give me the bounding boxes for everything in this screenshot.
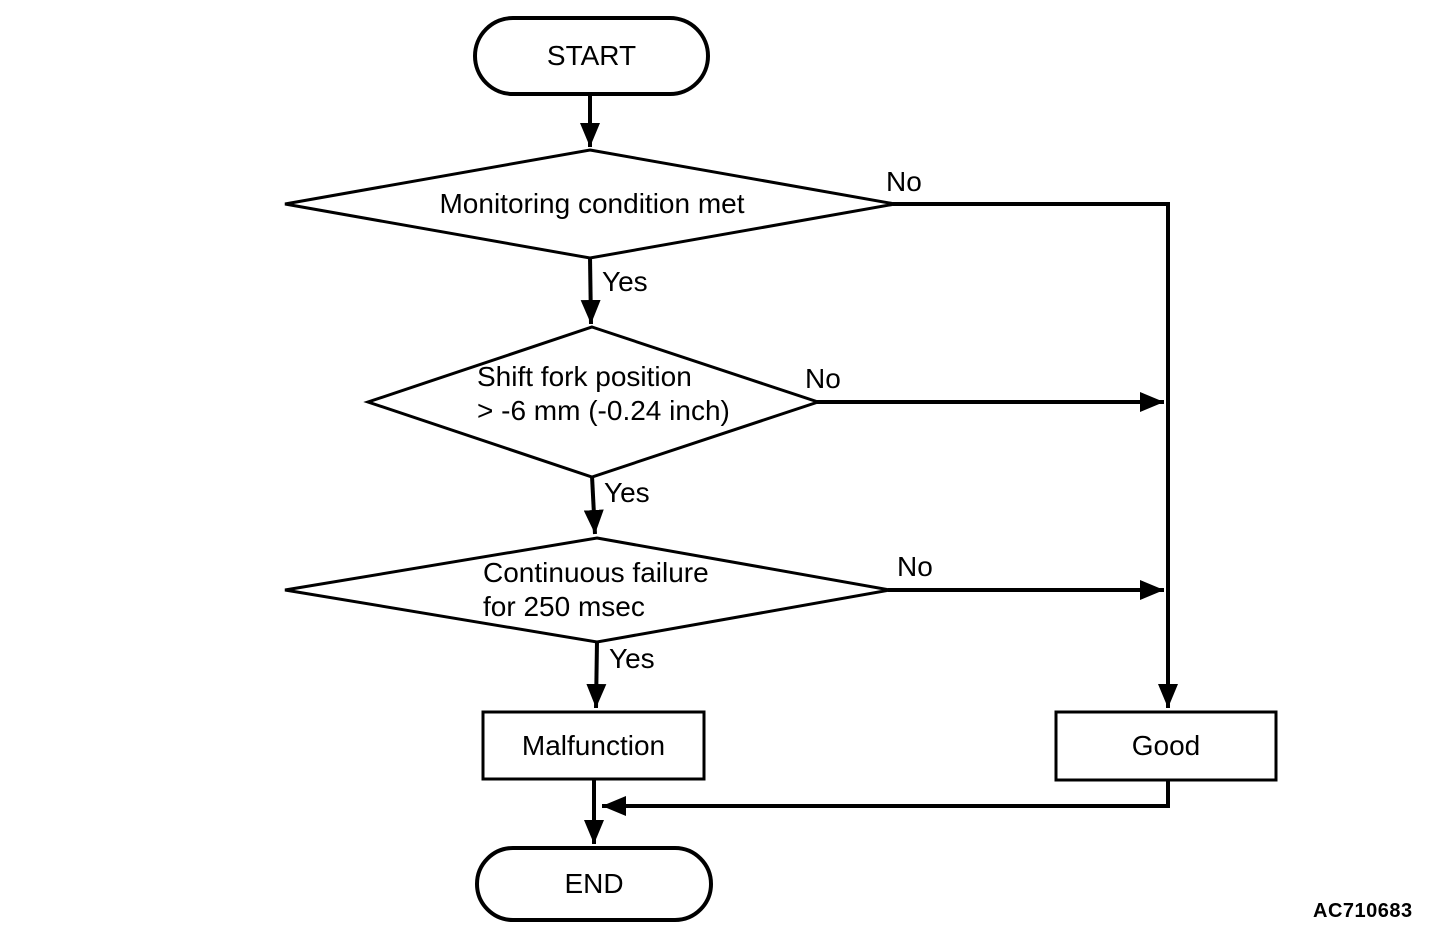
monitoring-decision-shape bbox=[284, 148, 896, 260]
end-terminator-shape bbox=[475, 846, 713, 922]
end-node-label: END bbox=[564, 868, 624, 899]
continuous-failure-decision-shape bbox=[284, 536, 891, 644]
monitoring-yes-edge-label: Yes bbox=[602, 266, 648, 297]
continuous-failure-yes-edge-label: Yes bbox=[609, 643, 655, 674]
shift-fork-label-line2: > -6 mm (-0.24 inch) bbox=[477, 395, 730, 426]
good-node-label: Good bbox=[1131, 730, 1201, 761]
edge-monitoring-no-to-good bbox=[893, 202, 1178, 708]
monitoring-no-edge-label: No bbox=[886, 166, 922, 197]
edge-shift-fork-yes-to-continuous-failure bbox=[583, 475, 604, 535]
edge-continuous-failure-yes-to-malfunction bbox=[586, 640, 607, 709]
figure-reference-code: AC710683 bbox=[1313, 900, 1413, 922]
shift-fork-decision-shape bbox=[363, 325, 823, 479]
monitoring-decision-label: Monitoring condition met bbox=[439, 188, 745, 219]
continuous-failure-label-line1: Continuous failure bbox=[483, 557, 709, 588]
continuous-failure-decision-label: Continuous failure for 250 msec bbox=[483, 556, 709, 624]
shift-fork-no-edge-label: No bbox=[805, 363, 841, 394]
shift-fork-decision-label: Shift fork position > -6 mm (-0.24 inch) bbox=[477, 360, 730, 428]
malfunction-node-label: Malfunction bbox=[521, 729, 666, 761]
start-node-label: START bbox=[546, 40, 637, 71]
malfunction-process-shape bbox=[481, 710, 706, 781]
edge-monitoring-yes-to-shift-fork bbox=[580, 256, 601, 325]
edge-good-to-end-join bbox=[602, 780, 1170, 816]
continuous-failure-label-line2: for 250 msec bbox=[483, 591, 645, 622]
start-terminator-shape bbox=[473, 16, 710, 96]
shift-fork-yes-edge-label: Yes bbox=[604, 477, 650, 508]
good-process-shape bbox=[1054, 710, 1278, 782]
shift-fork-label-line1: Shift fork position bbox=[477, 361, 692, 392]
continuous-failure-no-edge-label: No bbox=[897, 551, 933, 582]
